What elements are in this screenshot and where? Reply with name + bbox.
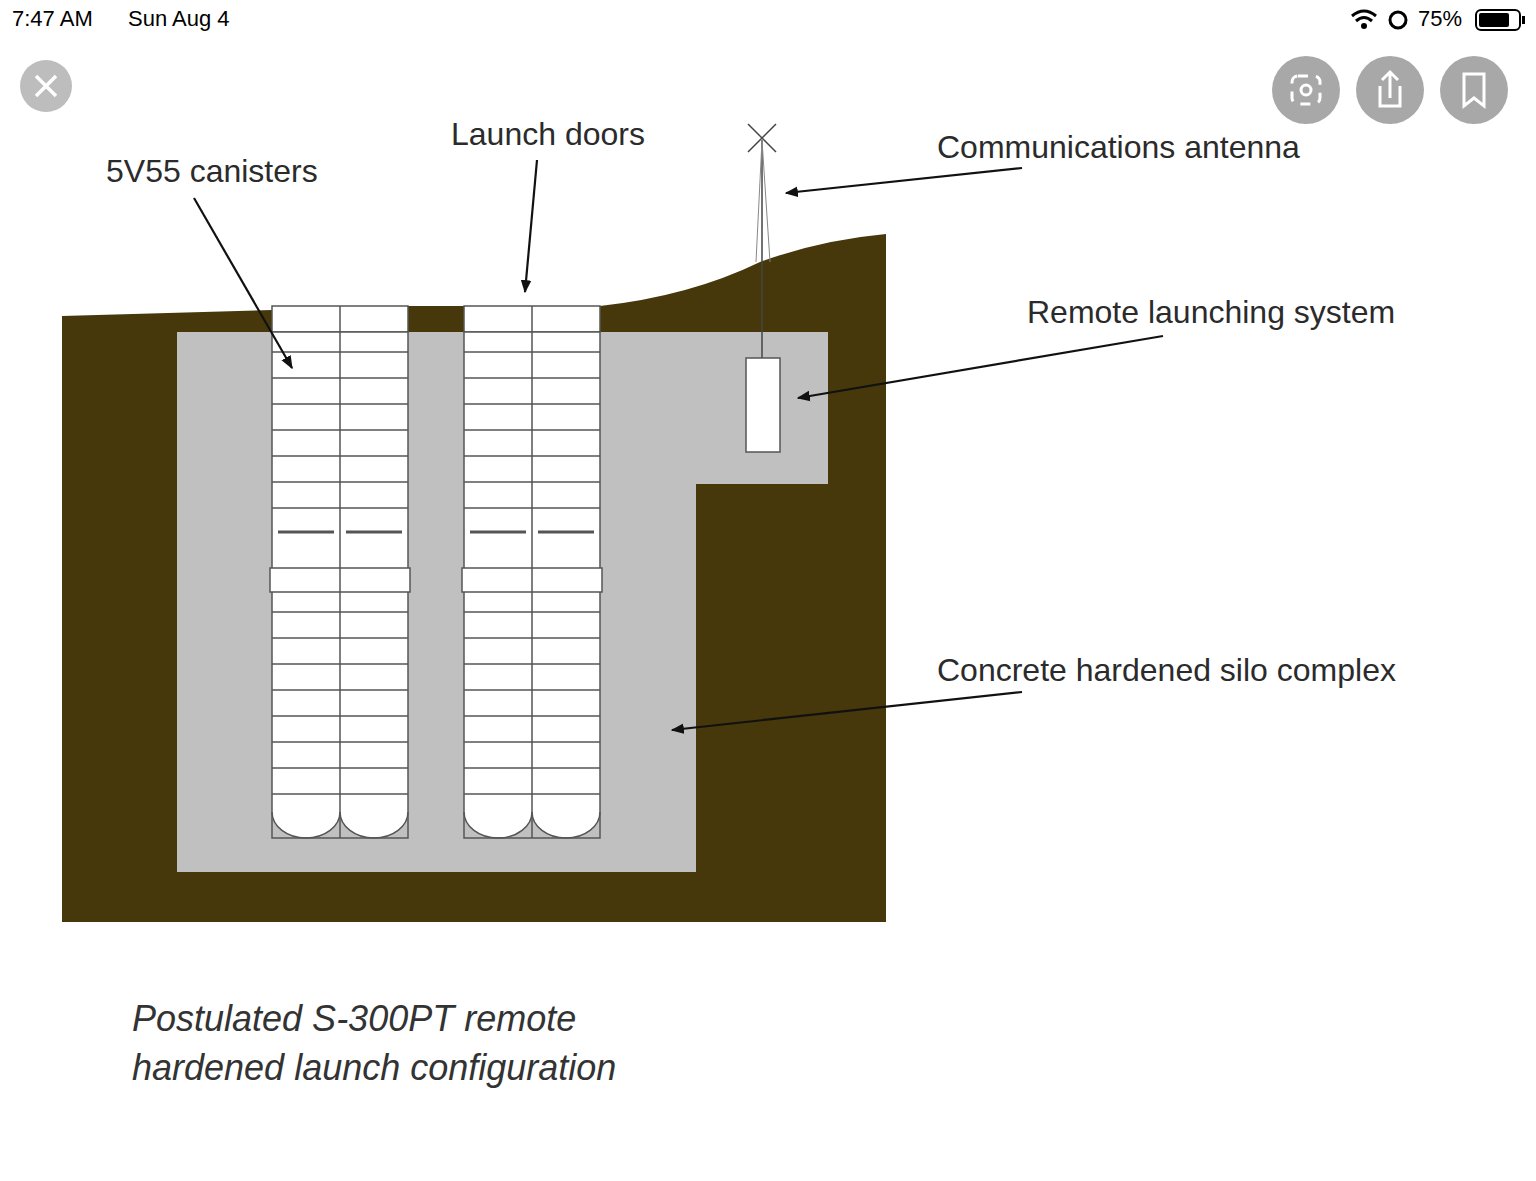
canister-group: [270, 306, 602, 838]
remote-launch-box: [746, 358, 780, 452]
leader-line: [194, 198, 292, 368]
leader-lines: [194, 160, 1163, 730]
canister-band: [464, 351, 600, 353]
canister-band: [272, 741, 408, 743]
status-battery: 75%: [1418, 6, 1462, 31]
status-time: 7:47 AM: [12, 6, 93, 31]
canister-band: [272, 715, 408, 717]
canister-band: [464, 481, 600, 483]
canister-band: [464, 793, 600, 795]
part-label: Concrete hardened silo complex: [937, 652, 1396, 689]
canister-band: [272, 507, 408, 509]
canister-band: [272, 637, 408, 639]
leader-line: [672, 692, 1022, 730]
canister-band: [464, 455, 600, 457]
canister-band: [464, 741, 600, 743]
part-label: 5V55 canisters: [106, 153, 318, 190]
leader-line: [786, 168, 1022, 193]
canister-band: [272, 481, 408, 483]
canister-band: [464, 377, 600, 379]
canister-band: [464, 637, 600, 639]
canister-band: [464, 663, 600, 665]
canister-ring: [270, 568, 410, 592]
part-label: Remote launching system: [1027, 294, 1395, 331]
part-label: Communications antenna: [937, 129, 1300, 166]
viewer-buttons: [20, 56, 1508, 124]
canister-band: [272, 377, 408, 379]
status-date: Sun Aug 4: [128, 6, 230, 31]
canister-band: [464, 767, 600, 769]
leader-line: [525, 160, 537, 292]
canister-band: [464, 429, 600, 431]
canister-band: [464, 507, 600, 509]
figure-caption: Postulated S-300PT remote hardened launc…: [132, 995, 732, 1092]
canister-band: [464, 689, 600, 691]
antenna: [748, 124, 776, 358]
canister-band: [272, 455, 408, 457]
leader-line: [798, 336, 1163, 398]
canister-band: [464, 611, 600, 613]
canister-band: [272, 767, 408, 769]
launch-door: [272, 306, 408, 332]
canister-ring: [462, 568, 602, 592]
canister-band: [272, 611, 408, 613]
concrete-silo: [177, 332, 828, 872]
canister-band: [272, 351, 408, 353]
canister-band: [272, 663, 408, 665]
canister-band: [272, 429, 408, 431]
canister-band: [272, 403, 408, 405]
canister-band: [272, 793, 408, 795]
launch-door: [464, 306, 600, 332]
canister-band: [272, 689, 408, 691]
canister-band: [464, 715, 600, 717]
part-label: Launch doors: [451, 116, 645, 153]
canister-band: [464, 403, 600, 405]
